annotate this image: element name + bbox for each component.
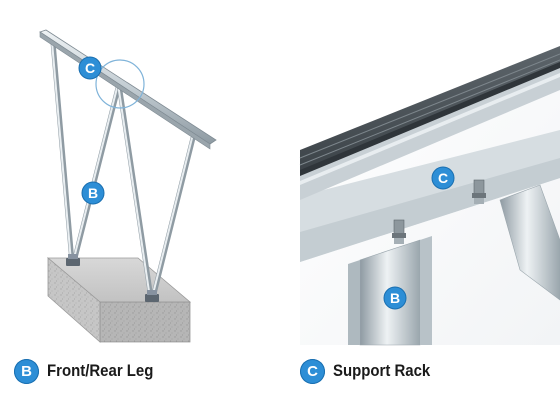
right-figure: C B — [299, 46, 560, 346]
frame-beam — [300, 130, 560, 262]
marker-c-right: C — [431, 166, 455, 190]
caption-b-text: Front/Rear Leg — [47, 361, 154, 380]
support-rail — [299, 46, 560, 200]
concrete-base — [46, 257, 192, 343]
marker-b-right-label: B — [390, 290, 400, 306]
marker-c-left: C — [78, 56, 102, 80]
caption-c-badge: C — [300, 358, 325, 384]
bolts — [392, 179, 486, 244]
marker-c-right-label: C — [438, 170, 448, 186]
caption-b-badge: B — [14, 358, 39, 384]
marker-b-left-label: B — [88, 185, 98, 201]
legs — [50, 39, 196, 301]
marker-b-right: B — [383, 286, 407, 310]
caption-support-rack: C Support Rack — [300, 356, 444, 386]
marker-c-left-label: C — [85, 60, 95, 76]
zoom-circle — [95, 59, 145, 109]
left-figure: C B — [39, 29, 217, 343]
caption-front-rear-leg: B Front/Rear Leg — [14, 356, 168, 386]
caption-c-text: Support Rack — [333, 361, 431, 380]
marker-b-left: B — [81, 181, 105, 205]
leg-feet — [66, 254, 159, 302]
